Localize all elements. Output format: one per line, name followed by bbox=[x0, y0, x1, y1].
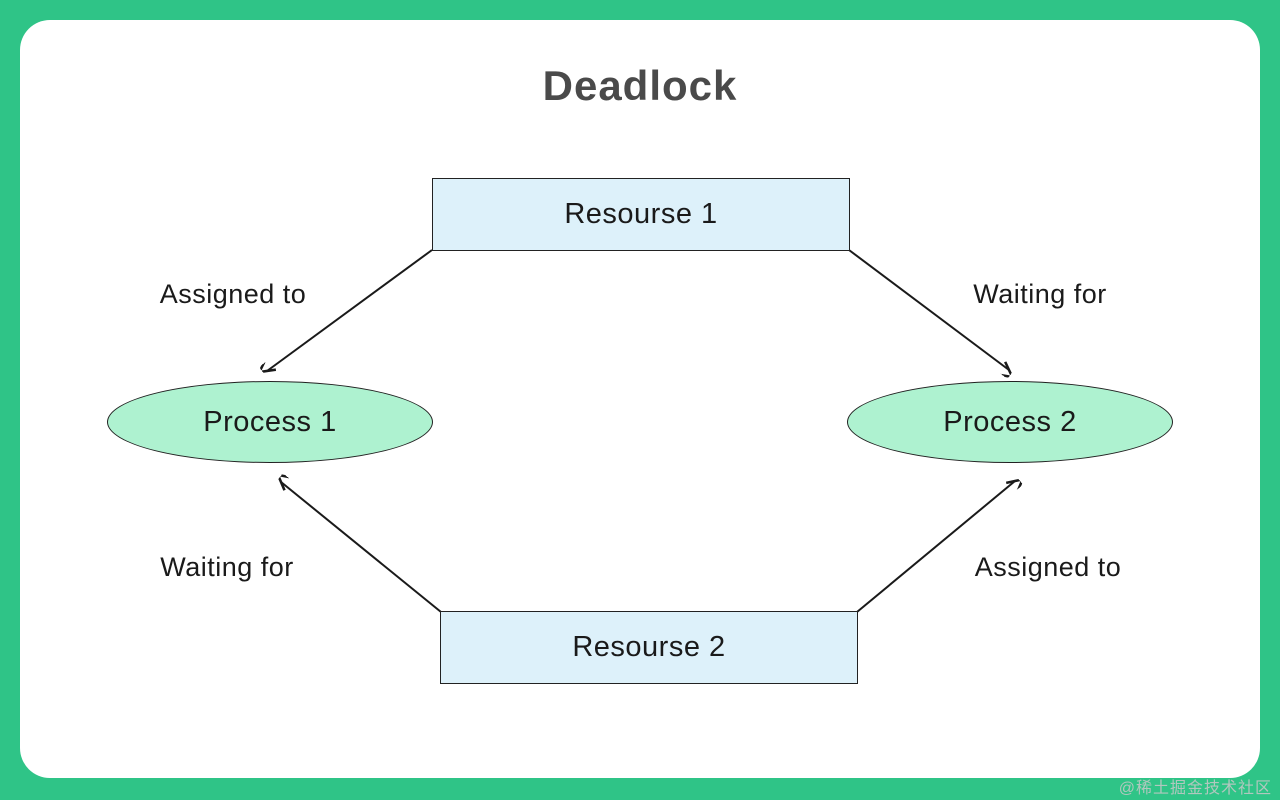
node-resource-2: Resourse 2 bbox=[440, 611, 858, 684]
edge-label-waiting-for-top-right: Waiting for bbox=[973, 279, 1107, 309]
edge-label-assigned-to-bottom-right: Assigned to bbox=[974, 552, 1122, 582]
node-process-1: Process 1 bbox=[107, 381, 433, 463]
node-process-2: Process 2 bbox=[847, 381, 1173, 463]
node-resource-1: Resourse 1 bbox=[432, 178, 850, 251]
page-title: Deadlock bbox=[542, 62, 738, 109]
node-resource-2-label: Resourse 2 bbox=[572, 631, 726, 663]
node-process-1-label: Process 1 bbox=[203, 405, 337, 438]
watermark: @稀土掘金技术社区 bbox=[1118, 780, 1272, 797]
node-resource-1-label: Resourse 1 bbox=[564, 198, 718, 230]
node-process-2-label: Process 2 bbox=[943, 405, 1077, 438]
edge-label-waiting-for-bottom-left: Waiting for bbox=[160, 552, 294, 582]
edge-label-assigned-to-top-left: Assigned to bbox=[159, 279, 307, 309]
